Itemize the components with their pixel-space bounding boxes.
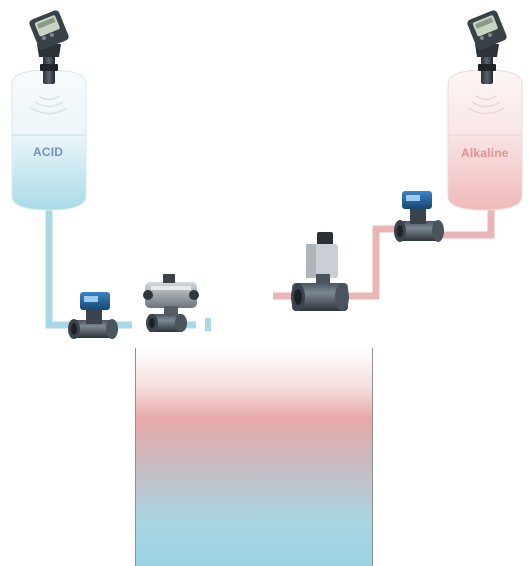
alkaline-tank <box>447 69 523 211</box>
ultrasonic-level-sensor-icon <box>467 10 507 84</box>
ultrasonic-waves <box>30 95 68 115</box>
flow-meter-icon <box>394 191 444 242</box>
solenoid-valve-icon <box>291 232 349 311</box>
acid-pipe <box>45 207 211 331</box>
acid-tank <box>11 69 87 211</box>
flow-meter-icon <box>68 292 118 339</box>
acid-tank-label: ACID <box>33 145 64 159</box>
alkaline-tank-label: Alkaline <box>461 146 509 160</box>
mixing-tank <box>135 348 373 566</box>
ultrasonic-level-sensor-icon <box>29 10 69 84</box>
pneumatic-ball-valve-icon <box>143 274 199 332</box>
alkaline-pipe <box>273 204 495 300</box>
ultrasonic-waves <box>467 95 505 115</box>
